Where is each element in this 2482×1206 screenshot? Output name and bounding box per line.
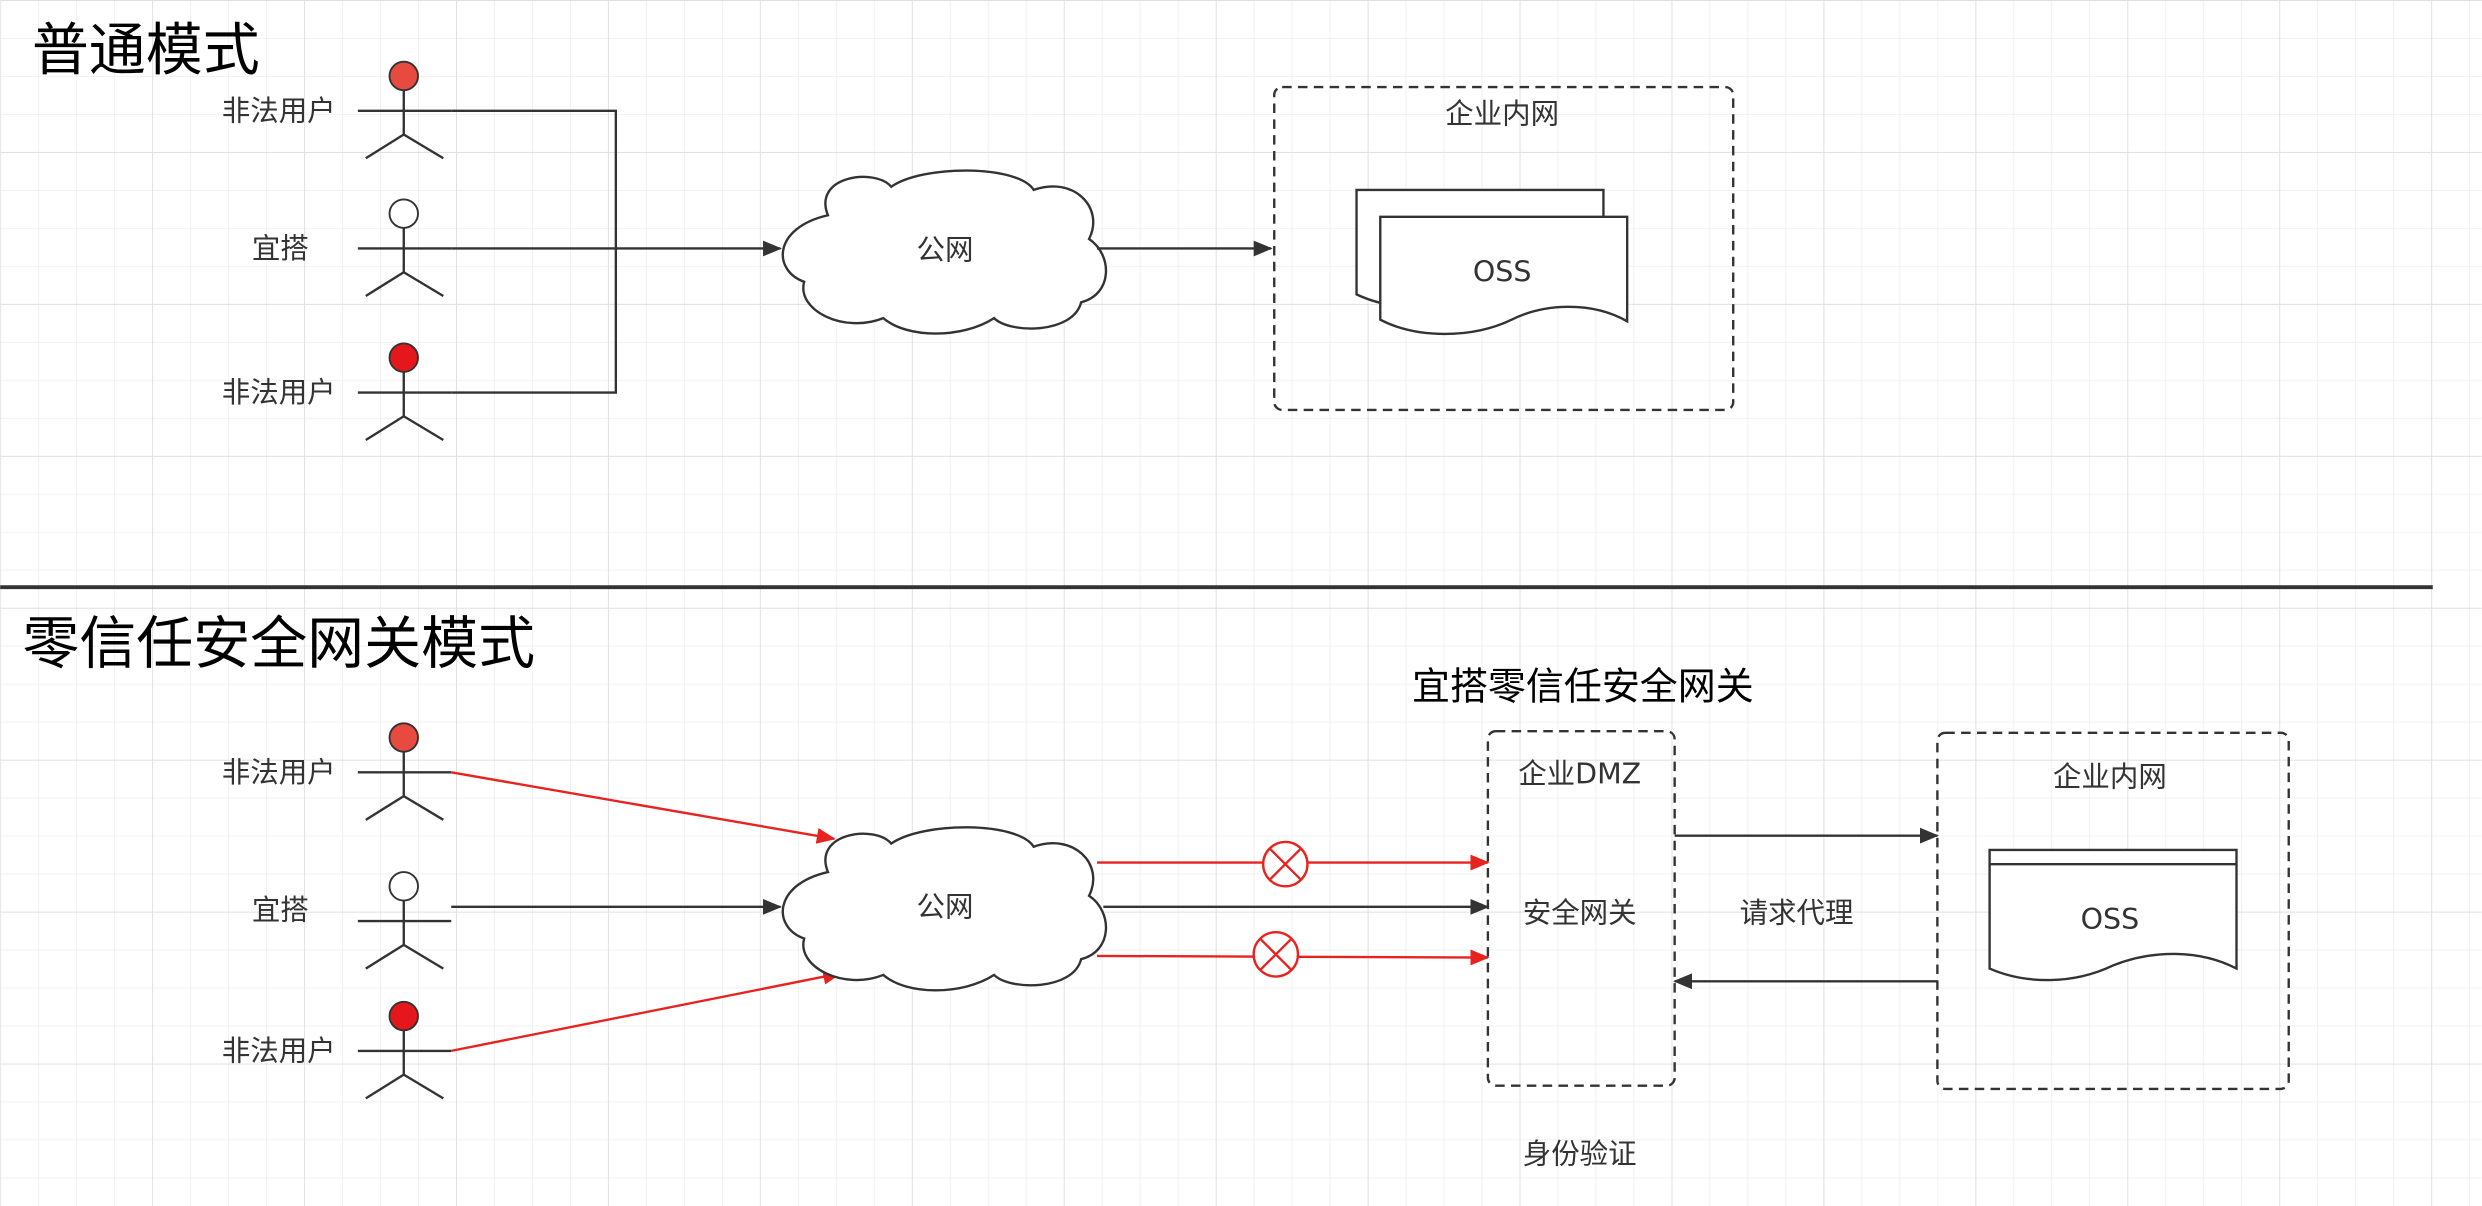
illegal-users-bracket <box>451 109 618 394</box>
actor-label: 非法用户 <box>222 1034 336 1067</box>
actor-head <box>388 342 419 373</box>
dmz-title: 企业DMZ <box>1518 757 1641 790</box>
oss-document: OSS <box>1988 848 2238 982</box>
actor-illegal-user: 非法用户 <box>222 60 452 160</box>
actor-yida: 宜搭 <box>252 198 452 297</box>
dmz-box <box>1486 730 1676 1087</box>
intranet-title: 企业内网 <box>1445 97 1559 130</box>
actor-illegal-user: 非法用户 <box>222 1000 452 1100</box>
cloud-shape <box>781 826 1108 992</box>
zero-trust-section: 零信任安全网关模式 宜搭零信任安全网关 非法用户 宜搭 非法用户 公网 <box>22 611 2290 1170</box>
actor-label: 非法用户 <box>222 376 336 409</box>
actor-label: 宜搭 <box>252 232 309 265</box>
document-front <box>1379 215 1629 336</box>
section-title: 普通模式 <box>32 18 260 84</box>
actor-yida: 宜搭 <box>252 871 452 970</box>
actor-body <box>357 371 452 442</box>
security-gateway-label: 安全网关 <box>1523 897 1637 930</box>
section-title: 零信任安全网关模式 <box>22 611 535 677</box>
blocked-cross <box>1268 847 1302 881</box>
blocked-icon <box>1261 840 1309 888</box>
request-proxy-label: 请求代理 <box>1740 897 1854 930</box>
actor-head <box>388 1000 419 1032</box>
actor-head <box>388 198 419 229</box>
actor-head <box>388 60 419 92</box>
intranet-box <box>1273 85 1735 412</box>
normal-mode-section: 普通模式 非法用户 宜搭 非法用户 公网 企业内网 <box>32 18 1735 442</box>
document-shape <box>1988 848 2238 982</box>
actor-body <box>357 1030 452 1100</box>
oss-document-stack: OSS <box>1355 188 1629 336</box>
blocked-icon <box>1252 931 1300 978</box>
actor-label: 非法用户 <box>222 756 336 789</box>
actor-label: 非法用户 <box>222 94 336 127</box>
cloud-shape <box>781 169 1108 335</box>
actor-illegal-user: 非法用户 <box>222 722 452 821</box>
blocked-cross <box>1259 937 1293 972</box>
actor-body <box>357 227 452 297</box>
actor-label: 宜搭 <box>252 894 309 927</box>
identity-verification-label: 身份验证 <box>1523 1137 1637 1170</box>
actor-body <box>357 751 452 821</box>
actor-head <box>388 871 419 902</box>
intranet-title: 企业内网 <box>2053 761 2167 794</box>
public-network-cloud <box>781 826 1108 992</box>
actor-body <box>357 900 452 970</box>
actor-illegal-user: 非法用户 <box>222 342 452 442</box>
gateway-heading: 宜搭零信任安全网关 <box>1412 665 1754 709</box>
illegal-flow-arrow <box>451 968 843 1053</box>
intranet-box <box>1936 731 2290 1091</box>
actor-head <box>388 722 419 753</box>
cloud-label: 公网 <box>917 890 974 923</box>
illegal-flow-arrow <box>451 771 836 844</box>
oss-label: OSS <box>1473 256 1532 289</box>
oss-label: OSS <box>2081 903 2140 936</box>
cloud-label: 公网 <box>917 234 974 267</box>
actor-body <box>357 90 452 160</box>
public-network-cloud <box>781 169 1108 335</box>
